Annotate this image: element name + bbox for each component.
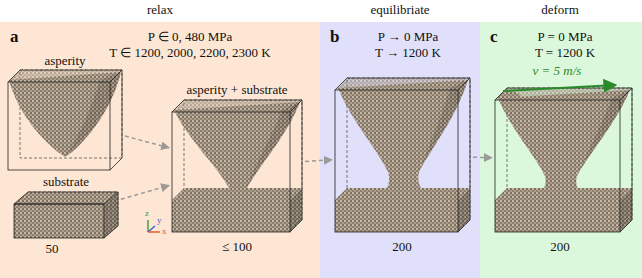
axis-label: y [157,215,162,225]
asperity-figure-part [9,72,121,157]
simulation-box: asperity [8,70,122,170]
velocity-arrow [503,85,616,91]
flow-arrow [473,156,492,158]
substrate-figure-part [104,192,118,238]
substrate-figure-part [14,204,104,238]
combined-figure [172,100,302,232]
combined-figure-part [290,100,302,112]
equilibrated-figure-part [419,80,468,172]
panel-letter: c [490,27,498,47]
deformation-figure-part [495,100,620,232]
condition-text: P = 0 MPa [538,30,593,45]
box-label: asperity [44,54,85,69]
simulation-box: asperity + substrate≤ 100 [172,100,302,232]
deform-panel-fill [480,22,642,278]
simulation-box: substrate50 [14,192,118,238]
deformation-figure-part [498,91,521,103]
equilibrated-figure-part [347,78,470,79]
deformation-figure-part [632,88,633,220]
velocity-label: v = 5 m/s [533,64,582,79]
equilibrated-figure [335,78,470,232]
asperity-figure-part [8,82,110,170]
deformation-figure-part [620,220,632,232]
combined-figure-part [184,100,302,101]
stage-panel: equilibriate b P → 0 MPaT → 1200 K 200 [320,0,480,278]
asperity-figure-part [110,70,122,82]
axis-triad-part [148,231,160,232]
asperity-figure-part [122,70,123,158]
deformation-figure-part [620,188,632,232]
asperity-figure-part [110,158,122,170]
equilibrated-figure-part [458,78,470,90]
condition-text: T = 1200 K [535,46,595,61]
combined-figure-part [290,188,302,232]
deformation-figure-part [577,90,630,176]
stage-panel: relax a P ∈ 0, 480 MPaT ∈ 1200, 2000, 2200… [0,0,320,278]
stage-heading: deform [541,3,579,18]
equilibrated-figure-part [338,80,468,198]
axis-triad-part [148,226,155,232]
asperity-figure-part [65,72,121,157]
stage-heading: relax [147,3,173,18]
step-count: 200 [550,240,570,255]
combined-figure-part [172,200,290,232]
substrate-figure-part [14,192,118,204]
simulation-box: 200 [495,88,632,232]
condition-text: T → 1200 K [375,46,441,61]
equilibrate-panel-fill [320,22,480,278]
step-count: ≤ 100 [222,240,252,255]
axis-label: z [145,208,149,218]
combined-figure-part [172,100,184,112]
substrate-figure-part [104,192,118,238]
axis-triad-part [147,220,148,232]
flow-arrow [121,185,169,199]
condition-text: P ∈ 0, 480 MPa [148,30,233,45]
condition-text: P → 0 MPa [378,30,439,45]
equilibrated-figure-part [458,188,470,232]
flow-arrow [125,136,169,148]
substrate-figure [14,192,118,238]
box-label: asperity + substrate [186,83,287,98]
stage-heading: equilibriate [370,3,429,18]
stage-panel: deform c P = 0 MPaT = 1200 K 200 [480,0,642,278]
deformation-figure-part [498,90,630,199]
equilibrated-figure-part [458,188,470,232]
equilibrated-figure-part [458,220,470,232]
equilibrated-figure-part [335,78,347,90]
combined-figure-part [302,100,303,220]
asperity-figure-part [20,70,122,71]
panel-letter: b [330,27,339,47]
panel-letter: a [10,27,19,47]
deformation-figure-part [620,88,632,100]
equilibrated-figure-part [335,200,458,232]
step-count: 200 [392,240,412,255]
condition-text: T ∈ 1200, 2000, 2200, 2300 K [109,46,270,61]
flow-arrow [305,160,332,162]
deformation-figure-part [495,88,507,100]
equilibrated-figure-part [335,90,458,232]
relax-panel-fill [0,22,320,278]
simulation-box: 200 [335,78,470,232]
equilibrated-figure-part [470,78,471,220]
combined-figure-part [290,188,302,232]
step-count: 50 [46,242,59,257]
combined-figure-part [172,112,290,232]
deformation-figure-part [620,188,632,232]
substrate-figure-part [14,192,118,204]
axis-label: x [162,226,167,236]
combined-figure-part [244,102,300,193]
deformation-figure [495,85,632,232]
box-label: substrate [43,175,89,190]
asperity-figure [8,70,122,170]
substrate-figure-part [14,204,104,238]
substrate-figure-part [104,192,118,238]
asperity-figure-part [8,70,20,82]
combined-figure-part [290,220,302,232]
deformation-figure-part [495,200,620,232]
combined-figure-part [174,102,300,193]
